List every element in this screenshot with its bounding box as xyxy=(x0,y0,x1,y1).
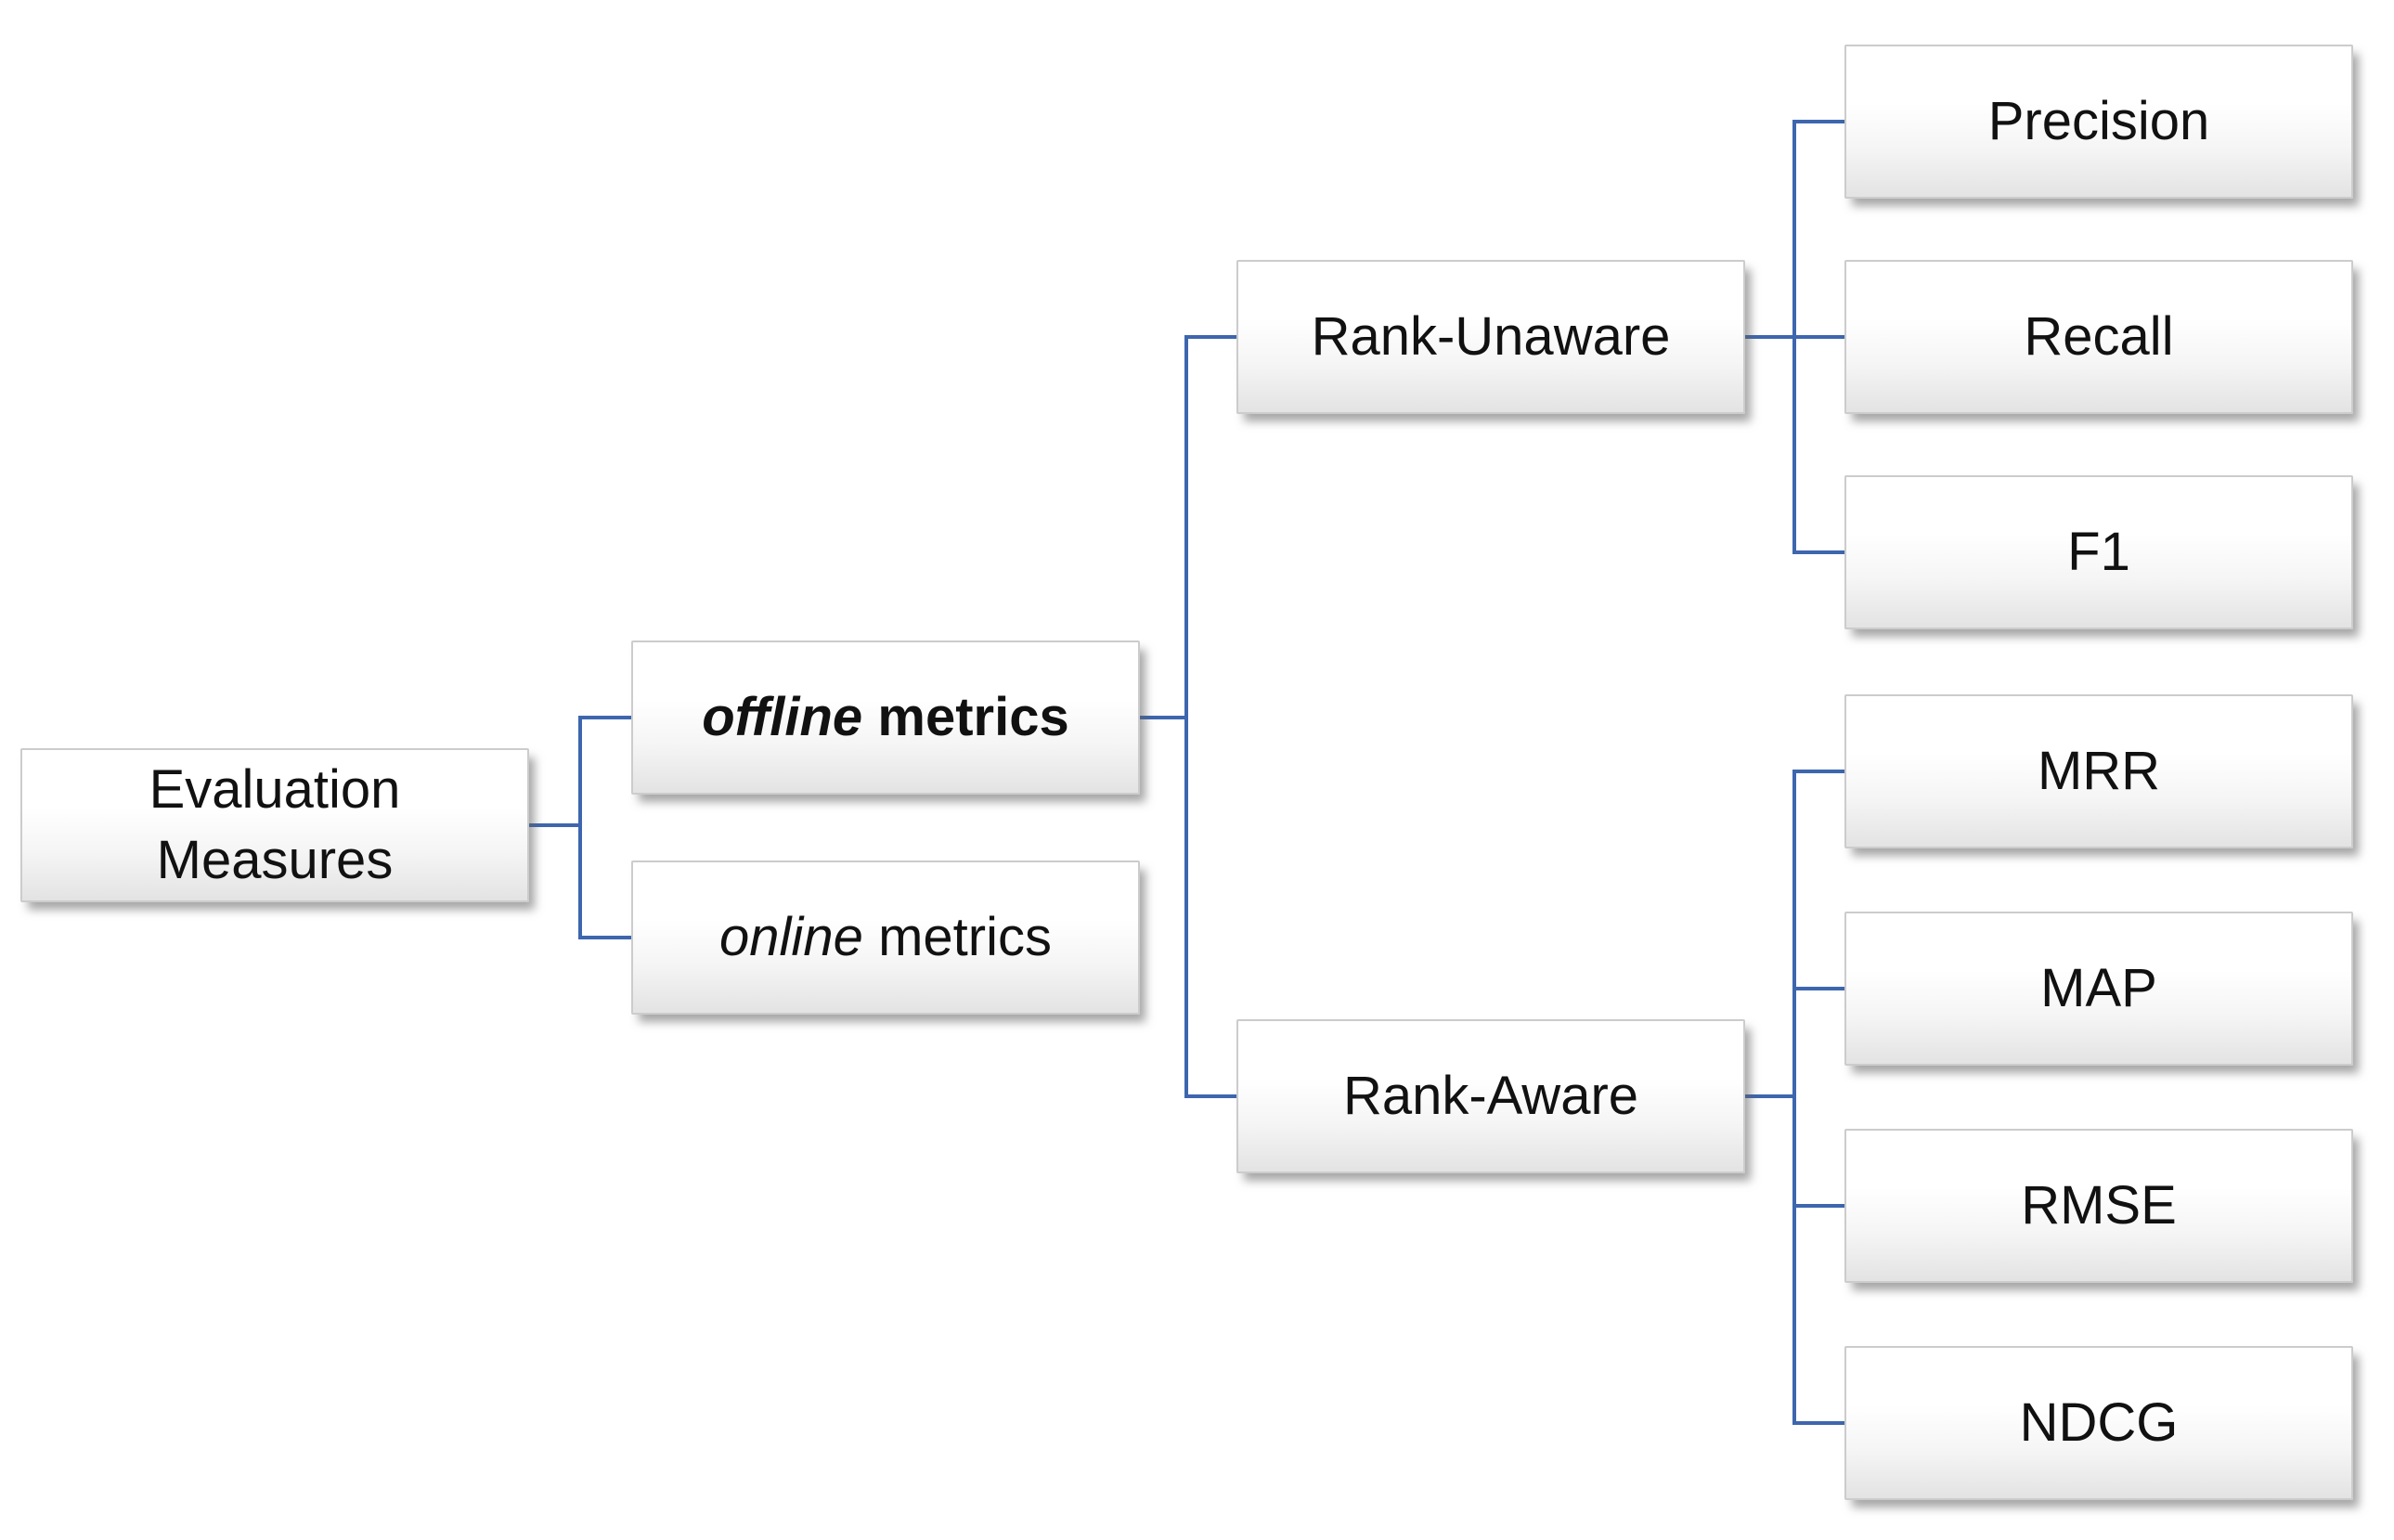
connector-branch-rmse xyxy=(1794,1204,1844,1208)
node-f1-label: F1 xyxy=(2067,522,2130,582)
connector-branch-f1 xyxy=(1794,550,1844,554)
connector-branch-rank-aware xyxy=(1186,1094,1236,1098)
node-evaluation-measures: Evaluation Measures xyxy=(20,748,529,902)
node-rank-aware-label: Rank-Aware xyxy=(1342,1066,1639,1126)
node-ndcg: NDCG xyxy=(1844,1346,2353,1500)
connector-root-trunk xyxy=(578,716,582,939)
node-ndcg-label: NDCG xyxy=(2019,1392,2179,1453)
node-recall-label: Recall xyxy=(2024,306,2174,367)
connector-branch-recall xyxy=(1794,335,1844,339)
node-mrr-label: MRR xyxy=(2037,741,2161,801)
node-rmse-label: RMSE xyxy=(2021,1175,2177,1236)
connector-rank-aware-trunk xyxy=(1792,770,1796,1425)
node-recall: Recall xyxy=(1844,260,2353,414)
node-map: MAP xyxy=(1844,912,2353,1066)
node-rank-unaware-label: Rank-Unaware xyxy=(1311,306,1671,367)
connector-offline-trunk xyxy=(1184,335,1188,1098)
node-precision: Precision xyxy=(1844,45,2353,199)
node-rank-aware: Rank-Aware xyxy=(1236,1019,1745,1173)
connector-root-stub xyxy=(529,823,580,827)
connector-branch-rank-unaware xyxy=(1186,335,1236,339)
connector-rank-aware-stub xyxy=(1745,1094,1794,1098)
connector-branch-online xyxy=(580,936,631,939)
connector-rank-unaware-stub xyxy=(1745,335,1794,339)
node-evaluation-measures-label: Evaluation Measures xyxy=(149,759,401,890)
node-f1: F1 xyxy=(1844,475,2353,629)
node-rmse: RMSE xyxy=(1844,1129,2353,1283)
connector-branch-offline xyxy=(580,716,631,719)
node-map-label: MAP xyxy=(2040,958,2157,1018)
node-rank-unaware: Rank-Unaware xyxy=(1236,260,1745,414)
connector-branch-mrr xyxy=(1794,770,1844,773)
connector-branch-map xyxy=(1794,987,1844,990)
connector-offline-stub xyxy=(1140,716,1186,719)
node-mrr: MRR xyxy=(1844,694,2353,848)
connector-branch-precision xyxy=(1794,120,1844,123)
node-precision-label: Precision xyxy=(1987,91,2210,151)
connector-branch-ndcg xyxy=(1794,1421,1844,1425)
